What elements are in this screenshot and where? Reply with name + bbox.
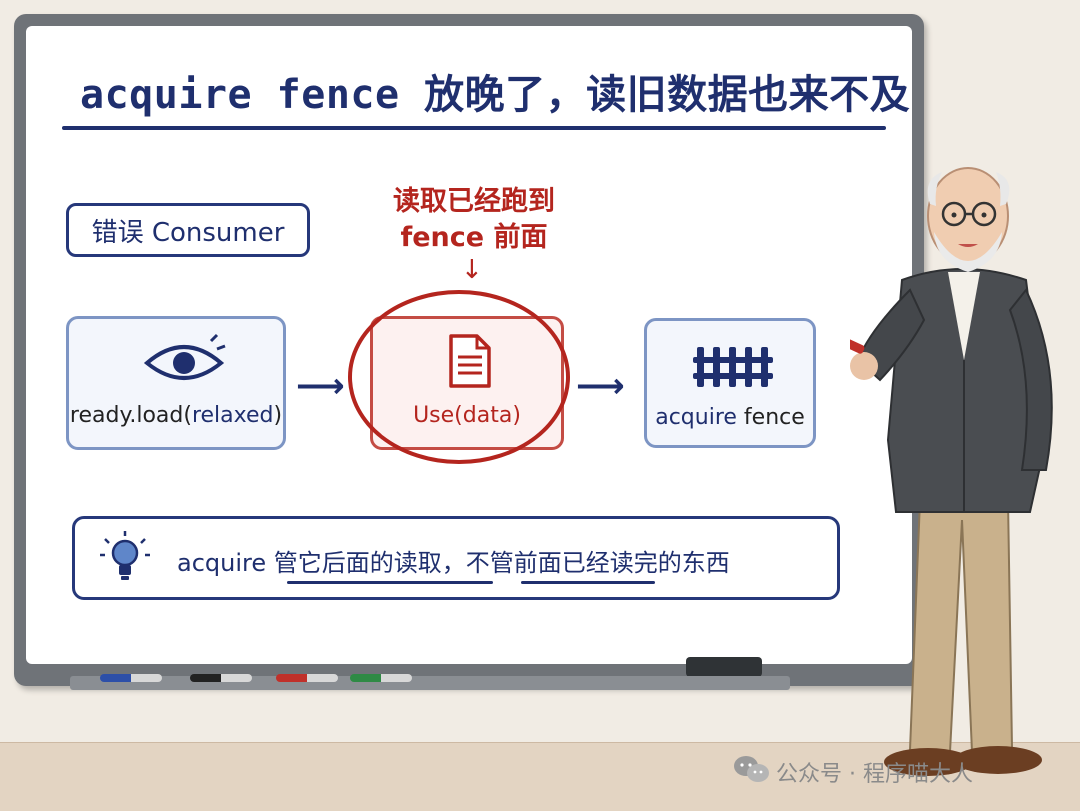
marker-tray xyxy=(70,676,790,690)
eye-icon xyxy=(143,333,226,380)
step-fence-box: acquire fence xyxy=(644,318,816,448)
tip-part-2: 不管前面已经读完的东西 xyxy=(465,549,730,577)
step-fence-label: acquire fence xyxy=(647,405,813,430)
step-load-label-prefix: ready.load( xyxy=(69,403,192,428)
annotation-arrow-icon: ↓ xyxy=(461,255,483,285)
red-annotation: 读取已经跑到 fence 前面 xyxy=(360,184,588,256)
flow-arrow-1-icon: ⟶ xyxy=(296,366,345,406)
step-load-label-arg: relaxed xyxy=(191,403,274,428)
tip-text: acquire 管它后面的读取，不管前面已经读完的东西 xyxy=(177,543,730,578)
flow-arrow-2-icon: ⟶ xyxy=(576,366,625,406)
eraser xyxy=(686,657,762,677)
marker-red xyxy=(276,674,338,682)
tip-underline-2 xyxy=(521,581,655,584)
tip-separator: ， xyxy=(441,549,466,577)
red-highlight-circle xyxy=(348,290,570,464)
step-load-label-suffix: ) xyxy=(273,403,283,428)
tip-box: acquire 管它后面的读取，不管前面已经读完的东西 xyxy=(72,516,840,600)
step-load-label: ready.load(relaxed) xyxy=(69,403,283,428)
tip-underline-1 xyxy=(287,581,493,584)
tip-lead: acquire xyxy=(177,549,274,577)
title-underline xyxy=(62,126,886,130)
marker-blue xyxy=(100,674,162,682)
step-fence-label-suffix: fence xyxy=(736,405,805,430)
step-fence-label-prefix: acquire xyxy=(655,405,737,430)
tip-part-1: 管它后面的读取 xyxy=(273,549,442,577)
consumer-tag: 错误 Consumer xyxy=(66,203,310,257)
annotation-line-1: 读取已经跑到 xyxy=(393,186,555,217)
marker-green xyxy=(350,674,412,682)
diagram-title: acquire fence 放晚了，读旧数据也来不及 xyxy=(80,72,911,118)
step-load-box: ready.load(relaxed) xyxy=(66,316,286,450)
lightbulb-icon xyxy=(100,531,150,580)
fence-icon xyxy=(693,347,773,387)
marker-black xyxy=(190,674,252,682)
annotation-line-2: fence 前面 xyxy=(400,222,548,253)
watermark-text: 公众号 · 程序喵大人 xyxy=(776,762,973,787)
wechat-icon xyxy=(734,756,769,782)
professor-illustration xyxy=(850,167,1053,776)
